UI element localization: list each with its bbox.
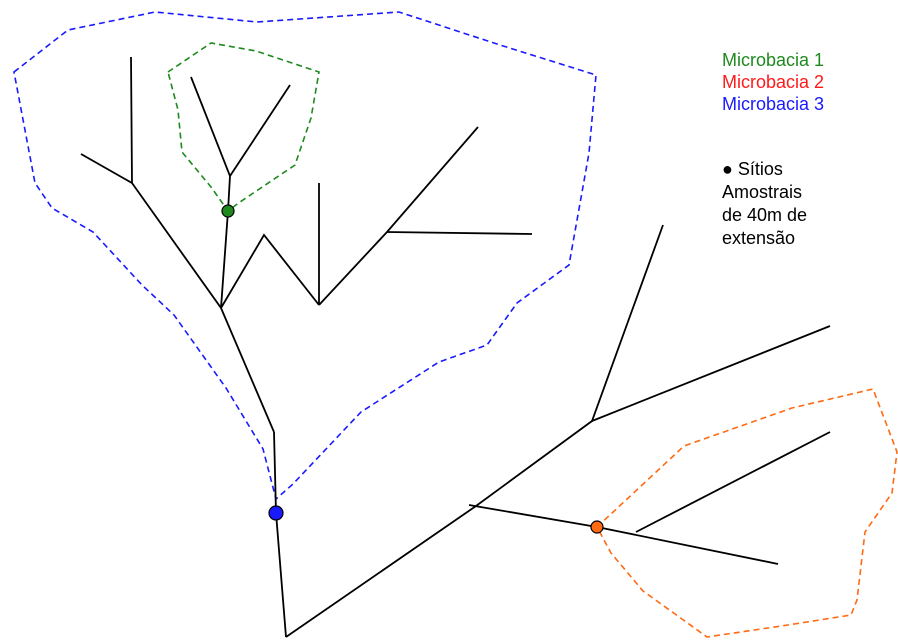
tributary-top-left xyxy=(130,56,133,184)
note-line-1: Sítios xyxy=(737,159,783,179)
right-tributary-side xyxy=(386,231,533,235)
bullet-icon: ● xyxy=(722,159,733,179)
tributary-far-left xyxy=(80,153,133,184)
lower-river-east xyxy=(591,325,831,422)
right-tributary xyxy=(220,233,320,309)
main-channel xyxy=(273,431,287,638)
microbacia-3-boundary xyxy=(13,11,597,501)
microbacia-1-stream xyxy=(190,76,231,309)
main-channel-upper xyxy=(131,182,275,433)
legend-item-microbacia-1: Microbacia 1 xyxy=(722,50,825,70)
microbacia-1-branch xyxy=(229,84,291,177)
legend-item-microbacia-2: Microbacia 2 xyxy=(722,72,825,92)
microbacia-2-boundary xyxy=(596,388,898,638)
legend: Microbacia 1 Microbacia 2 Microbacia 3 xyxy=(722,49,824,115)
lower-river xyxy=(285,224,664,638)
stream-network xyxy=(80,56,831,638)
right-tributary-long xyxy=(318,126,479,306)
microbacia-2-branch xyxy=(635,431,831,533)
note-line-4: extensão xyxy=(722,228,796,248)
sampling-site-microbacia-3 xyxy=(268,505,284,521)
legend-item-microbacia-3: Microbacia 3 xyxy=(722,94,825,114)
sampling-site-microbacia-2 xyxy=(590,520,604,534)
sampling-site-microbacia-1 xyxy=(221,204,235,218)
microbacia-1-boundary xyxy=(167,42,320,213)
note-first-line: ● Sítios xyxy=(722,158,842,181)
note-line-2: Amostrais xyxy=(722,182,803,202)
sampling-sites-note: ● Sítios Amostrais de 40m de extensão xyxy=(722,158,842,250)
note-line-3: de 40m de xyxy=(722,205,808,225)
microbacia-2-stream xyxy=(468,504,779,565)
